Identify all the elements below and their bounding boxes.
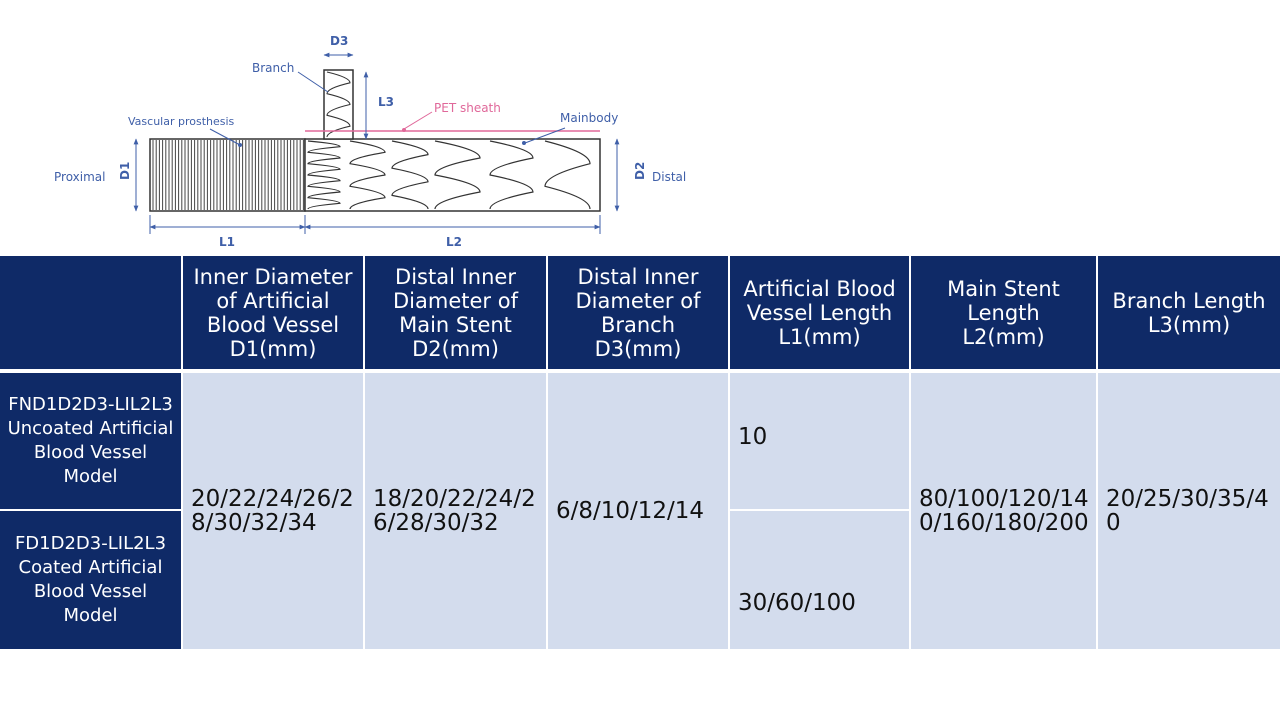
l2-label: L2	[446, 235, 462, 249]
stent-diagram: PET sheath D3 Branch L3 Mainbody Vascula…	[54, 34, 686, 249]
mainbody-stent	[304, 138, 601, 212]
row-header-uncoated: FND1D2D3-LIL2L3 Uncoated Artificial Bloo…	[0, 373, 181, 509]
vascular-prosthesis-label: Vascular prosthesis	[128, 115, 235, 128]
d2-values: 18/20/22/24/26/28/30/32	[365, 373, 546, 649]
distal-label: Distal	[652, 170, 686, 184]
branch-label: Branch	[252, 61, 294, 75]
d2-label: D2	[633, 162, 647, 180]
l1-coated-value: 30/60/100	[730, 511, 909, 649]
header-l1: Artificial Blood Vessel Length L1(mm)	[730, 256, 909, 369]
l3-label: L3	[378, 95, 394, 109]
d3-values: 6/8/10/12/14	[548, 373, 728, 649]
header-d2: Distal Inner Diameter of Main Stent D2(m…	[365, 256, 546, 369]
header-corner	[0, 256, 181, 369]
header-d3: Distal Inner Diameter of Branch D3(mm)	[548, 256, 728, 369]
vascular-prosthesis-body	[149, 138, 306, 212]
proximal-label: Proximal	[54, 170, 105, 184]
spec-table: Inner Diameter of Artificial Blood Vesse…	[0, 256, 1280, 649]
l2-values: 80/100/120/140/160/180/200	[911, 373, 1096, 649]
l1-label: L1	[219, 235, 235, 249]
l1-uncoated-value: 10	[730, 373, 909, 509]
l3-values: 20/25/30/35/40	[1098, 373, 1280, 649]
d1-label: D1	[118, 162, 132, 180]
header-l2: Main Stent Length L2(mm)	[911, 256, 1096, 369]
branch-stent	[323, 69, 354, 140]
header-d1: Inner Diameter of Artificial Blood Vesse…	[183, 256, 363, 369]
d1-values: 20/22/24/26/28/30/32/34	[183, 373, 363, 649]
d3-label: D3	[330, 34, 348, 48]
row-header-coated: FD1D2D3-LIL2L3 Coated Artificial Blood V…	[0, 511, 181, 649]
pet-sheath-label: PET sheath	[434, 101, 501, 115]
mainbody-label: Mainbody	[560, 111, 618, 125]
header-l3: Branch Length L3(mm)	[1098, 256, 1280, 369]
